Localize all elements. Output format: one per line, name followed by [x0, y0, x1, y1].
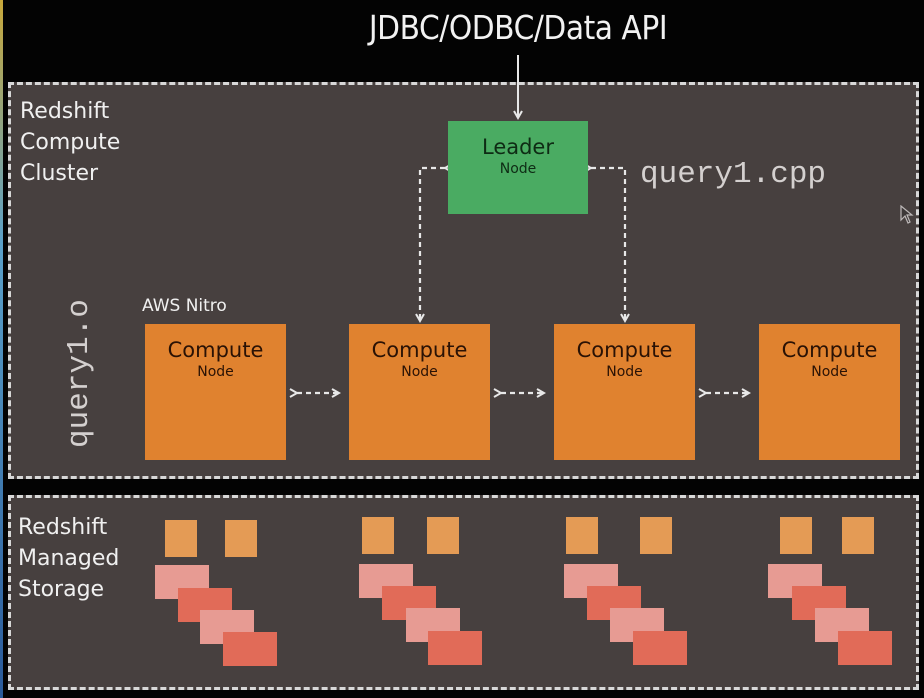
aws-nitro-label: AWS Nitro: [142, 296, 227, 316]
compute-node-subtitle: Node: [197, 364, 234, 380]
storage-label: Redshift Managed Storage: [18, 512, 119, 605]
storage-label-line: Storage: [18, 577, 105, 602]
storage-slice: [842, 517, 874, 554]
compute-node-title: Compute: [576, 338, 673, 362]
storage-block: [223, 632, 277, 666]
compute-node-title: Compute: [781, 338, 878, 362]
compute-node-title: Compute: [371, 338, 468, 362]
storage-label-line: Redshift: [18, 515, 108, 540]
compute-node-subtitle: Node: [401, 364, 438, 380]
cluster-label-line: Cluster: [20, 161, 99, 186]
storage-block: [428, 631, 482, 665]
storage-slice: [566, 517, 598, 554]
leader-node-subtitle: Node: [499, 161, 537, 177]
storage-slice: [640, 517, 672, 554]
source-file-label: query1.cpp: [640, 157, 827, 192]
compute-node: Compute Node: [759, 324, 900, 460]
storage-block: [633, 631, 687, 665]
storage-slice: [427, 517, 459, 554]
storage-slice: [165, 520, 197, 557]
compute-node-subtitle: Node: [811, 364, 848, 380]
compute-node: Compute Node: [349, 324, 490, 460]
cluster-label-line: Compute: [20, 130, 121, 155]
compute-node-title: Compute: [167, 338, 264, 362]
cluster-label-line: Redshift: [20, 99, 110, 124]
storage-label-line: Managed: [18, 546, 120, 571]
compute-node: Compute Node: [554, 324, 695, 460]
object-file-label: query1.o: [62, 299, 97, 448]
storage-slice: [362, 517, 394, 554]
compute-node-subtitle: Node: [606, 364, 643, 380]
storage-slice: [225, 520, 257, 557]
compute-node: Compute Node: [145, 324, 286, 460]
window-edge-strip: [0, 0, 3, 698]
storage-block: [838, 631, 892, 665]
cluster-label: Redshift Compute Cluster: [20, 96, 120, 189]
leader-node: Leader Node: [448, 121, 588, 214]
api-title: JDBC/ODBC/Data API: [368, 8, 668, 47]
mouse-cursor-icon: [900, 205, 914, 224]
storage-slice: [780, 517, 812, 554]
leader-node-title: Leader: [481, 135, 554, 159]
